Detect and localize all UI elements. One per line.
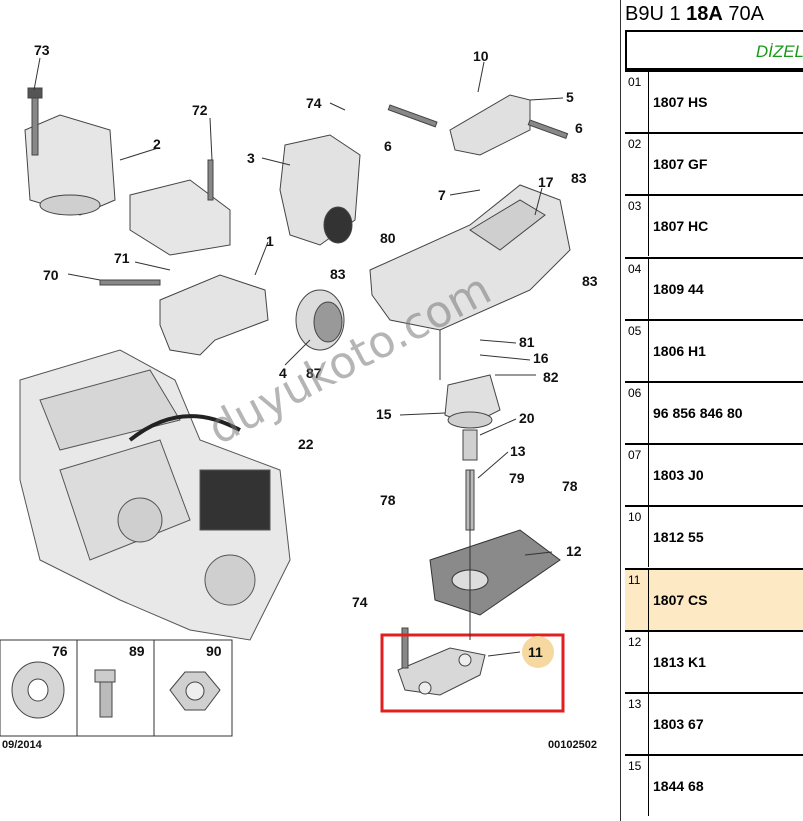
row-part-code: 1807 GF: [653, 156, 708, 173]
callout-box: [380, 633, 565, 713]
label-83a: 83: [571, 170, 587, 186]
row-index: 03: [625, 196, 649, 257]
bracket-3: [279, 134, 361, 246]
label-80: 80: [380, 230, 396, 246]
label-70: 70: [43, 267, 59, 283]
label-79: 79: [509, 470, 525, 486]
row-part-code: 1813 K1: [653, 653, 706, 670]
label-71: 71: [114, 250, 130, 266]
label-7: 7: [438, 187, 446, 203]
subheader-text: DİZEL: [755, 42, 803, 61]
row-index: 10: [625, 507, 649, 568]
row-part-code: 1803 67: [653, 716, 704, 732]
label-10: 10: [473, 48, 489, 64]
row-index: 05: [625, 320, 649, 381]
row-part-code: 1807 HS: [653, 94, 708, 110]
label-78b: 78: [562, 478, 578, 494]
leader-lines: [33, 57, 564, 657]
label-81: 81: [519, 334, 535, 350]
engine-block: [19, 349, 291, 641]
row-part-code: 1809 44: [653, 280, 704, 297]
label-11: 11: [528, 644, 543, 660]
row-part-code: 1806 H1: [653, 342, 706, 359]
header-part1: B9U 1: [625, 3, 681, 25]
bush-4: [295, 289, 345, 351]
mount-15-20: [444, 374, 501, 531]
header-part3: 70A: [728, 3, 765, 25]
label-1: 1: [266, 233, 274, 249]
inset-label-89: 89: [129, 643, 145, 659]
row-index: 13: [625, 694, 649, 754]
row-part-code: 1807 HC: [653, 218, 709, 235]
label-13: 13: [510, 443, 526, 459]
label-83c: 83: [582, 273, 598, 289]
footer-ref: 00102502: [548, 739, 597, 751]
row-part-code: 1844 68: [653, 778, 704, 795]
mount-2: [24, 87, 231, 256]
panel-subheader: DİZEL: [625, 30, 803, 70]
inset-label-76: 76: [52, 643, 68, 659]
row-part-code: 1807 CS: [653, 591, 708, 608]
row-index: 01: [625, 72, 649, 132]
plate-12: [429, 529, 561, 616]
parts-drawing: [0, 57, 571, 737]
label-78a: 78: [380, 492, 396, 508]
label-17: 17: [538, 174, 554, 190]
label-2: 2: [153, 136, 161, 152]
label-12: 12: [566, 543, 582, 559]
label-82: 82: [543, 369, 559, 385]
row-part-code: 1812 55: [653, 529, 704, 546]
row-part-code: 96 856 846 80: [653, 405, 743, 421]
label-20: 20: [519, 410, 535, 426]
label-73: 73: [34, 42, 50, 58]
label-6a: 6: [384, 138, 392, 154]
label-16: 16: [533, 350, 549, 366]
header-part2: 18A: [686, 3, 723, 25]
part-11: [397, 627, 486, 696]
footer-date: 09/2014: [2, 739, 42, 751]
callout-circle: [522, 636, 554, 668]
label-5: 5: [566, 89, 574, 105]
row-index: 07: [625, 445, 649, 506]
row-index: 06: [625, 383, 649, 443]
label-72: 72: [192, 102, 208, 118]
arm-5: [387, 94, 569, 156]
inset-panel: [0, 639, 233, 737]
label-15: 15: [376, 406, 392, 422]
label-4: 4: [279, 365, 287, 381]
label-3: 3: [247, 150, 255, 166]
label-22: 22: [298, 436, 314, 452]
label-6b: 6: [575, 120, 583, 136]
bracket-1: [99, 274, 269, 356]
row-index: 11: [625, 569, 649, 630]
label-74: 74: [306, 95, 322, 111]
inset-label-90: 90: [206, 643, 222, 659]
row-index: 15: [625, 756, 649, 817]
panel-header: B9U 1 18A 70A: [625, 3, 803, 29]
exploded-parts-diagram: 73 2 72 3 74 10 5 6 6 7 17 83 80 83 83 1…: [0, 42, 598, 751]
label-83b: 83: [330, 266, 346, 282]
tray-17: [369, 184, 571, 331]
row-part-code: 1803 J0: [653, 467, 704, 484]
label-74b: 74: [352, 594, 368, 610]
label-87: 87: [306, 365, 322, 381]
row-index: 12: [625, 631, 649, 692]
row-index: 04: [625, 258, 649, 319]
row-index: 02: [625, 134, 649, 195]
